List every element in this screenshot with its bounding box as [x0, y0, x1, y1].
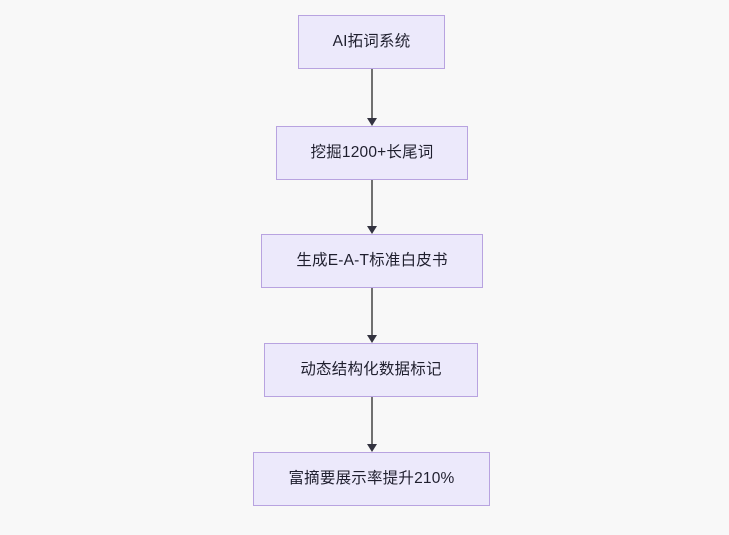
edge-line [371, 288, 373, 335]
flowchart-edge-4-to-5 [365, 397, 379, 452]
flowchart-node-4-label: 动态结构化数据标记 [300, 361, 442, 379]
flowchart-node-2[interactable]: 挖掘1200+长尾词 [276, 126, 468, 180]
flowchart-node-3-label: 生成E-A-T标准白皮书 [296, 252, 448, 270]
flowchart-node-5-label: 富摘要展示率提升210% [288, 470, 455, 488]
arrowhead-icon [366, 226, 377, 234]
flowchart-node-1-label: AI拓词系统 [332, 33, 411, 51]
flowchart-edge-3-to-4 [365, 288, 379, 343]
edge-line [371, 397, 373, 444]
flowchart-node-2-label: 挖掘1200+长尾词 [310, 144, 434, 162]
edge-line [371, 69, 373, 118]
flowchart-node-4[interactable]: 动态结构化数据标记 [264, 343, 478, 397]
edge-line [371, 180, 373, 226]
flowchart-edge-1-to-2 [365, 69, 379, 126]
arrowhead-icon [366, 335, 377, 343]
arrowhead-icon [366, 444, 377, 452]
arrowhead-icon [366, 118, 377, 126]
flowchart-node-5[interactable]: 富摘要展示率提升210% [253, 452, 490, 506]
flowchart-edge-2-to-3 [365, 180, 379, 234]
flowchart-node-1[interactable]: AI拓词系统 [298, 15, 445, 69]
flowchart-node-3[interactable]: 生成E-A-T标准白皮书 [261, 234, 483, 288]
